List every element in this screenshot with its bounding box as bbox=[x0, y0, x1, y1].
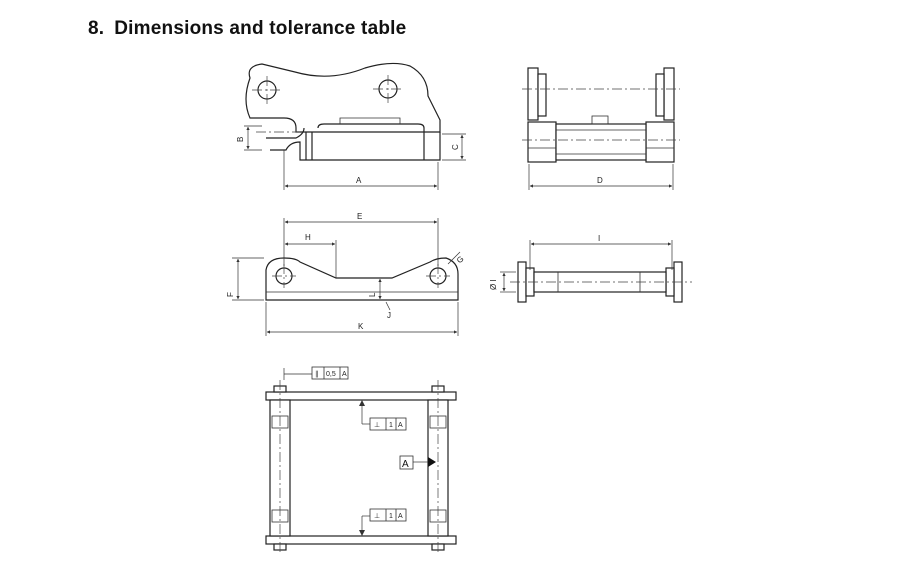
tolerance-symbol-perp-bot: ⊥ bbox=[374, 513, 380, 520]
tolerance-symbol-perp-mid: ⊥ bbox=[374, 422, 380, 429]
dim-label-j: J bbox=[387, 311, 391, 320]
tolerance-symbol-parallel: ∥ bbox=[315, 370, 319, 378]
dim-label-g: G bbox=[455, 254, 466, 265]
dim-label-b: B bbox=[236, 137, 245, 142]
tolerance-value-bot: 1 bbox=[389, 513, 393, 520]
section-number: 8. bbox=[88, 18, 105, 39]
tolerance-datum-top: A bbox=[342, 371, 347, 378]
dim-label-e: E bbox=[357, 212, 362, 221]
dim-label-a: A bbox=[356, 176, 362, 185]
tolerance-datum-bot: A bbox=[398, 513, 403, 520]
dim-label-d: D bbox=[597, 176, 603, 185]
dim-label-k: K bbox=[358, 322, 364, 331]
dim-label-f: F bbox=[226, 292, 235, 297]
pin-view: I Ø I bbox=[489, 234, 692, 303]
dim-label-h: H bbox=[305, 233, 311, 242]
plan-view: ∥ 0,5 A ⊥ 1 A A ⊥ 1 A bbox=[265, 366, 457, 552]
section-title: Dimensions and tolerance table bbox=[114, 18, 407, 39]
profile-view: E H G F L J K bbox=[226, 212, 466, 336]
tolerance-value-top: 0,5 bbox=[326, 371, 336, 378]
side-view: A B C bbox=[236, 62, 466, 190]
dim-label-l: L bbox=[368, 292, 377, 297]
tolerance-value-mid: 1 bbox=[389, 422, 393, 429]
page-title: 8. Dimensions and tolerance table bbox=[88, 18, 406, 40]
tolerance-datum-mid: A bbox=[398, 422, 403, 429]
datum-label-a: A bbox=[402, 459, 409, 470]
dim-label-diam-i: Ø I bbox=[489, 279, 498, 290]
dim-label-c: C bbox=[451, 144, 460, 150]
dim-label-i: I bbox=[598, 234, 600, 243]
front-view: D bbox=[522, 67, 680, 190]
